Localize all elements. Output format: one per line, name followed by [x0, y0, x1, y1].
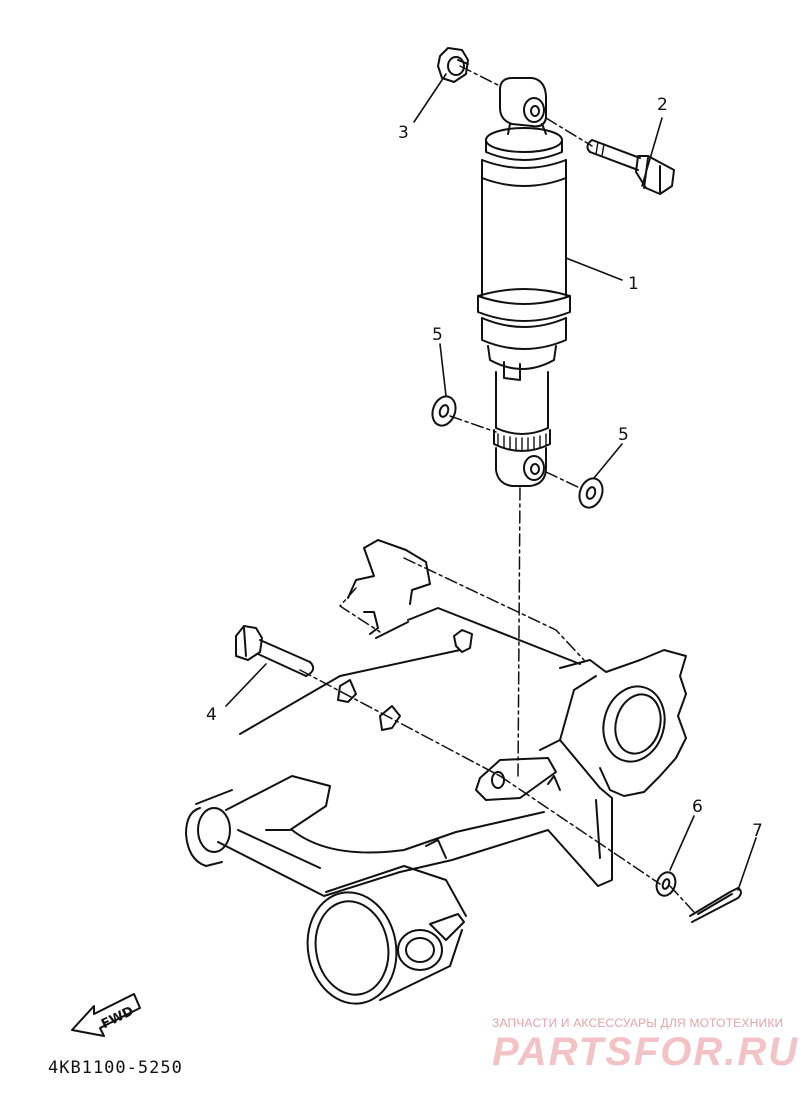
pivot-bolt — [235, 625, 315, 677]
callout-1: 1 — [628, 274, 639, 294]
callout-5-upper: 5 — [432, 325, 443, 345]
cotter-pin — [689, 887, 742, 923]
diagram-code: 4KB1100-5250 — [48, 1058, 183, 1078]
watermark-logo: PARTSFOR.RU — [492, 1030, 800, 1074]
washer-lower-right — [578, 477, 604, 509]
leader-lines — [225, 73, 757, 891]
upper-nut — [437, 47, 469, 83]
callout-5-lower: 5 — [618, 425, 629, 445]
callout-3: 3 — [398, 123, 409, 143]
callout-2: 2 — [657, 95, 668, 115]
forward-direction-arrow — [71, 993, 141, 1037]
rear-shock-absorber — [477, 77, 571, 487]
watermark-subtitle: ЗАПЧАСТИ И АКСЕССУАРЫ ДЛЯ МОТОТЕХНИКИ — [492, 1016, 784, 1030]
washer-upper-left — [431, 395, 457, 427]
assembly-lines — [299, 65, 695, 913]
callout-7: 7 — [752, 821, 763, 841]
callout-6: 6 — [692, 797, 703, 817]
upper-mount-bolt — [586, 139, 675, 195]
washer-axle — [655, 871, 677, 897]
callout-4: 4 — [206, 705, 217, 725]
swing-arm — [185, 539, 687, 1005]
